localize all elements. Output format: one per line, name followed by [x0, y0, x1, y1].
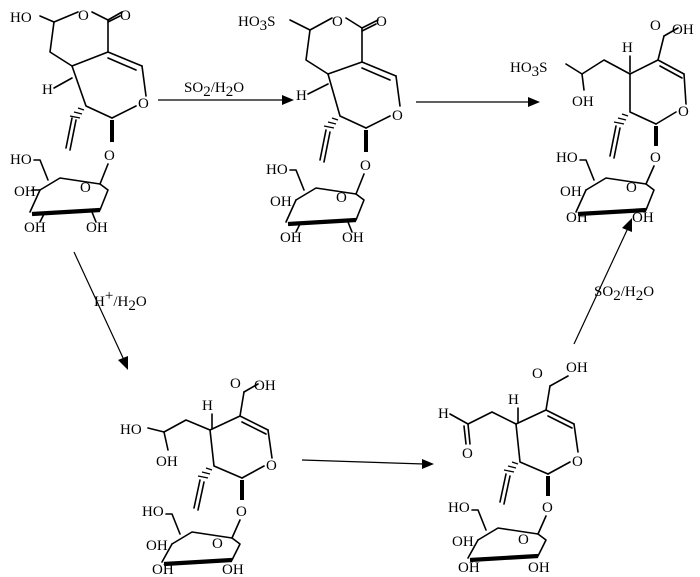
- glucose-unit: O HO OH OH OH: [266, 162, 365, 246]
- compound-hydrate: HO OH H O OH O O O: [120, 376, 277, 577]
- sugar-oh-1: OH: [560, 184, 582, 200]
- sugar-oh-2: OH: [280, 230, 302, 246]
- stereo-h-label: H: [622, 40, 633, 56]
- stereo-h-label: H: [202, 398, 213, 414]
- hydrate-oh-label: OH: [156, 454, 178, 470]
- vinyl-hashed-bond: [69, 107, 85, 119]
- sugar-oh-2: OH: [566, 210, 588, 226]
- hydroxyl-label: HO: [10, 10, 32, 26]
- sugar-oh-1: OH: [14, 184, 36, 200]
- glycosidic-o-label: O: [104, 148, 115, 164]
- glucose-unit: O HO OH OH OH: [142, 504, 244, 577]
- acid-oh-label: OH: [566, 360, 588, 376]
- ring-o-label: O: [678, 104, 689, 120]
- acid-o-label: O: [532, 366, 543, 382]
- stereo-h-label: H: [508, 392, 519, 408]
- sugar-oh-2: OH: [152, 562, 174, 577]
- aldehyde-o-label: O: [462, 446, 473, 462]
- arrow-hydrate-to-aldehyde: [301, 459, 434, 469]
- arrow-aldehyde-to-acid: [573, 218, 632, 345]
- glycosidic-o-label: O: [236, 504, 247, 520]
- acid-oh-label: OH: [672, 22, 694, 38]
- reagent-acid-h2o: H+/H2O: [94, 288, 147, 314]
- carbonyl-o-label: O: [120, 8, 131, 24]
- glucose-unit: O HO OH OH OH: [556, 150, 655, 226]
- compound-sulfonated-lactone: HO3S O O O H O O: [238, 14, 403, 246]
- aldehyde-h-label: H: [438, 406, 449, 422]
- sugar-ho-label: HO: [556, 150, 578, 166]
- glucose-unit: O HO OH OH OH: [10, 152, 109, 236]
- sugar-ho-label: HO: [10, 152, 32, 168]
- sugar-oh-1: OH: [452, 534, 474, 550]
- sugar-oh-3: OH: [632, 210, 654, 226]
- sugar-ho-label: HO: [142, 504, 164, 520]
- lactone-o-label: O: [78, 8, 89, 24]
- glycosidic-o-label: O: [650, 150, 661, 166]
- hydroxyl-label: OH: [572, 94, 594, 110]
- sugar-ho-label: HO: [266, 162, 288, 178]
- sugar-oh-1: OH: [270, 194, 292, 210]
- sugar-oh-1: OH: [146, 538, 168, 554]
- sulfonate-label: HO3S: [510, 60, 548, 80]
- sugar-oh-2: OH: [458, 560, 480, 576]
- stereo-h-label: H: [296, 88, 307, 104]
- vinyl-hashed-bond: [503, 461, 519, 473]
- compound-sulfonated-acid: HO3S OH H O OH O O O: [510, 18, 694, 226]
- vinyl-hashed-bond: [197, 467, 213, 479]
- acid-oh-label: OH: [254, 378, 276, 394]
- stereo-h-label: H: [42, 82, 53, 98]
- compound-aldehyde: H O H O OH O O O: [438, 360, 588, 576]
- compound-start: HO O O O H O: [10, 8, 149, 236]
- sugar-oh-3: OH: [222, 562, 244, 577]
- vinyl-hashed-bond: [323, 117, 339, 129]
- glucose-unit: O HO OH OH OH: [448, 500, 550, 576]
- sugar-oh-3: OH: [528, 560, 550, 576]
- sulfonate-label: HO3S: [238, 14, 276, 34]
- ring-o-label: O: [138, 96, 149, 112]
- sugar-ring-o: O: [626, 180, 637, 196]
- sugar-ring-o: O: [336, 190, 347, 206]
- reagent-so2-h2o-right: SO2/H2O: [594, 284, 654, 304]
- sugar-ho-label: HO: [448, 500, 470, 516]
- sugar-ring-o: O: [80, 180, 91, 196]
- ring-o-label: O: [572, 454, 583, 470]
- carbonyl-o-label: O: [376, 14, 387, 30]
- ring-o-label: O: [266, 458, 277, 474]
- sugar-oh-3: OH: [342, 230, 364, 246]
- sugar-ring-o: O: [518, 532, 529, 548]
- acid-o-label: O: [230, 376, 241, 392]
- sugar-ring-o: O: [212, 536, 223, 552]
- ring-o-label: O: [392, 108, 403, 124]
- acid-o-label: O: [650, 18, 661, 34]
- arrow-start-to-hydrate: [73, 251, 128, 370]
- arrow-sulfonated-lactone-to-acid: [416, 97, 540, 107]
- reagent-so2-h2o-top: SO2/H2O: [184, 80, 244, 100]
- glycosidic-o-label: O: [360, 158, 371, 174]
- vinyl-hashed-bond: [613, 113, 629, 125]
- hydrate-ho-label: HO: [120, 422, 142, 438]
- sugar-oh-2: OH: [24, 220, 46, 236]
- glycosidic-o-label: O: [542, 500, 553, 516]
- lactone-o-label: O: [332, 14, 343, 30]
- arrow-start-to-sulfonated-lactone: [158, 95, 294, 105]
- sugar-oh-3: OH: [86, 220, 108, 236]
